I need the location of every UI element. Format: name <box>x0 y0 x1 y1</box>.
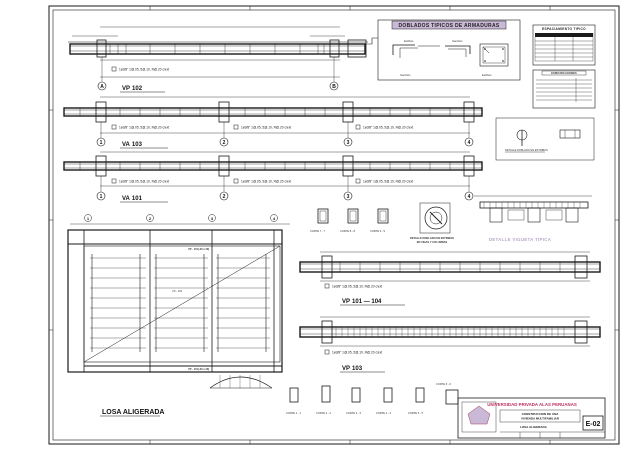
grid-number: 1 <box>100 140 103 146</box>
grid-number: 2 <box>223 140 226 146</box>
detalle-note: DETALLE DOBLADO EN ESTRIBOS <box>505 148 548 152</box>
corte-label: CORTE 1 - 1 <box>286 411 301 415</box>
detalle-caption-2: EN VIGAS Y COLUMNAS <box>417 240 448 244</box>
ganchos-label-2: Ganchos <box>400 73 411 77</box>
especificaciones-title: ESPECIFICACIONES <box>551 71 577 75</box>
stirrup-note: 1ø3/8" 1@.05, 5@.10, R@.20 c/ext <box>119 68 169 72</box>
stirrup-note: 1ø3/8" 1@.05, 5@.10, R@.20 c/ext <box>332 351 382 355</box>
especificaciones-table: ESPECIFICACIONES <box>532 69 596 109</box>
corte-label: CORTE 7 - 7 <box>310 229 325 233</box>
project-line-2: VIVIENDA MULTIFAMILIAR <box>521 417 560 421</box>
stirrup-note: 1ø3/8" 1@.05, 5@.10, R@.20 c/ext <box>332 285 382 289</box>
losa-title: LOSA ALIGERADA <box>102 409 164 416</box>
svg-text:4: 4 <box>273 216 276 221</box>
stirrup-note: 1ø3/8" 1@.05, 5@.10, R@.20 c/ext <box>363 126 413 130</box>
corte-label: CORTE 3 - 3 <box>346 411 361 415</box>
beam-elevation-3: 1 2 3 4 1ø3/8" 1@.05, 5@.10, R@.20 c/ext… <box>63 151 483 203</box>
cortes-bottom-row: CORTE 1 - 1 CORTE 2 - 2 CORTE 3 - 3 CORT… <box>286 382 459 415</box>
grid-number: 1 <box>100 194 103 200</box>
stirrup-note: 1ø3/8" 1@.05, 5@.10, R@.20 c/ext <box>241 180 291 184</box>
border-ticks <box>49 6 619 444</box>
corte-label: CORTE 5 - 5 <box>408 411 423 415</box>
stirrup-note: 1ø3/8" 1@.05, 5@.10, R@.20 c/ext <box>241 126 291 130</box>
svg-text:2: 2 <box>149 216 152 221</box>
stirrup-note: 1ø3/8" 1@.05, 5@.10, R@.20 c/ext <box>119 126 169 130</box>
vigueta-detail: DETALLE VIGUETA TIPICA <box>474 195 592 242</box>
estribos-label: Estribos <box>404 39 414 43</box>
detalle-caption-1: DETALLE DOBLADO EN ESTRIBOS <box>410 236 454 240</box>
cortes-small-row: CORTE 7 - 7 CORTE 8 - 8 CORTE 9 - 9 <box>310 208 389 233</box>
vigueta-title: DETALLE VIGUETA TIPICA <box>489 237 552 242</box>
sheet-inner-border <box>52 9 616 441</box>
corte-label: CORTE 6 - 6 <box>436 382 451 386</box>
plan-title: LOSA ALIGERADA <box>520 425 548 429</box>
estribo-detail: DETALLE DOBLADO EN ESTRIBOS EN VIGAS Y C… <box>410 202 454 244</box>
svg-text:1: 1 <box>87 216 90 221</box>
grid-number: 3 <box>347 140 350 146</box>
grid-number: 3 <box>347 194 350 200</box>
estribos-label-2: Estribos <box>482 73 492 77</box>
university-logo-icon <box>467 405 491 425</box>
corte-label: CORTE 2 - 2 <box>316 411 331 415</box>
grid-number: 4 <box>468 194 471 200</box>
espaciamiento-title: ESPACIAMIENTO TIPICO <box>542 27 586 31</box>
university-line: UNIVERSIDAD PRIVADA ALAS PERUANAS <box>487 402 577 407</box>
corte-label: CORTE 4 - 4 <box>376 411 391 415</box>
vp-top-label: VP - 101(.30 x.40) <box>188 247 209 251</box>
grid-number: B <box>332 84 336 90</box>
corte-label: CORTE 8 - 8 <box>340 229 355 233</box>
title-block: UNIVERSIDAD PRIVADA ALAS PERUANAS CONSTR… <box>457 397 606 439</box>
grid-number: A <box>100 84 104 90</box>
grid-number: 4 <box>468 140 471 146</box>
stirrup-note: 1ø3/8" 1@.05, 5@.10, R@.20 c/ext <box>119 180 169 184</box>
project-line-1: CONSTRUCCION DE UNA <box>522 412 560 416</box>
vs-label: VS - 101 <box>172 289 183 293</box>
grid-number: 2 <box>223 194 226 200</box>
losa-aligerada-plan: 1 2 3 4 <box>67 214 290 417</box>
doblados-title: DOBLADOS TIPICOS DE ARMADURAS <box>398 23 499 29</box>
svg-text:3: 3 <box>211 216 214 221</box>
doblados-tipicos-panel: DOBLADOS TIPICOS DE ARMADURAS Estribos G… <box>377 19 521 81</box>
vp-bottom-label: VP - 101(.30 x.40) <box>188 367 209 371</box>
corte-label: CORTE 9 - 9 <box>370 229 385 233</box>
espaciamiento-table: ESPACIAMIENTO TIPICO <box>532 24 596 66</box>
ganchos-label: Ganchos <box>452 39 463 43</box>
stirrup-note: 1ø3/8" 1@.05, 5@.10, R@.20 c/ext <box>363 180 413 184</box>
beam-elevation-2: 1 2 3 4 1ø3/8" 1@.05, 5@.10, R@.20 c/ext… <box>63 96 483 149</box>
detalle-doblado-panel: DETALLE DOBLADO EN ESTRIBOS <box>495 117 595 161</box>
sheet-code: E-02 <box>586 421 601 428</box>
